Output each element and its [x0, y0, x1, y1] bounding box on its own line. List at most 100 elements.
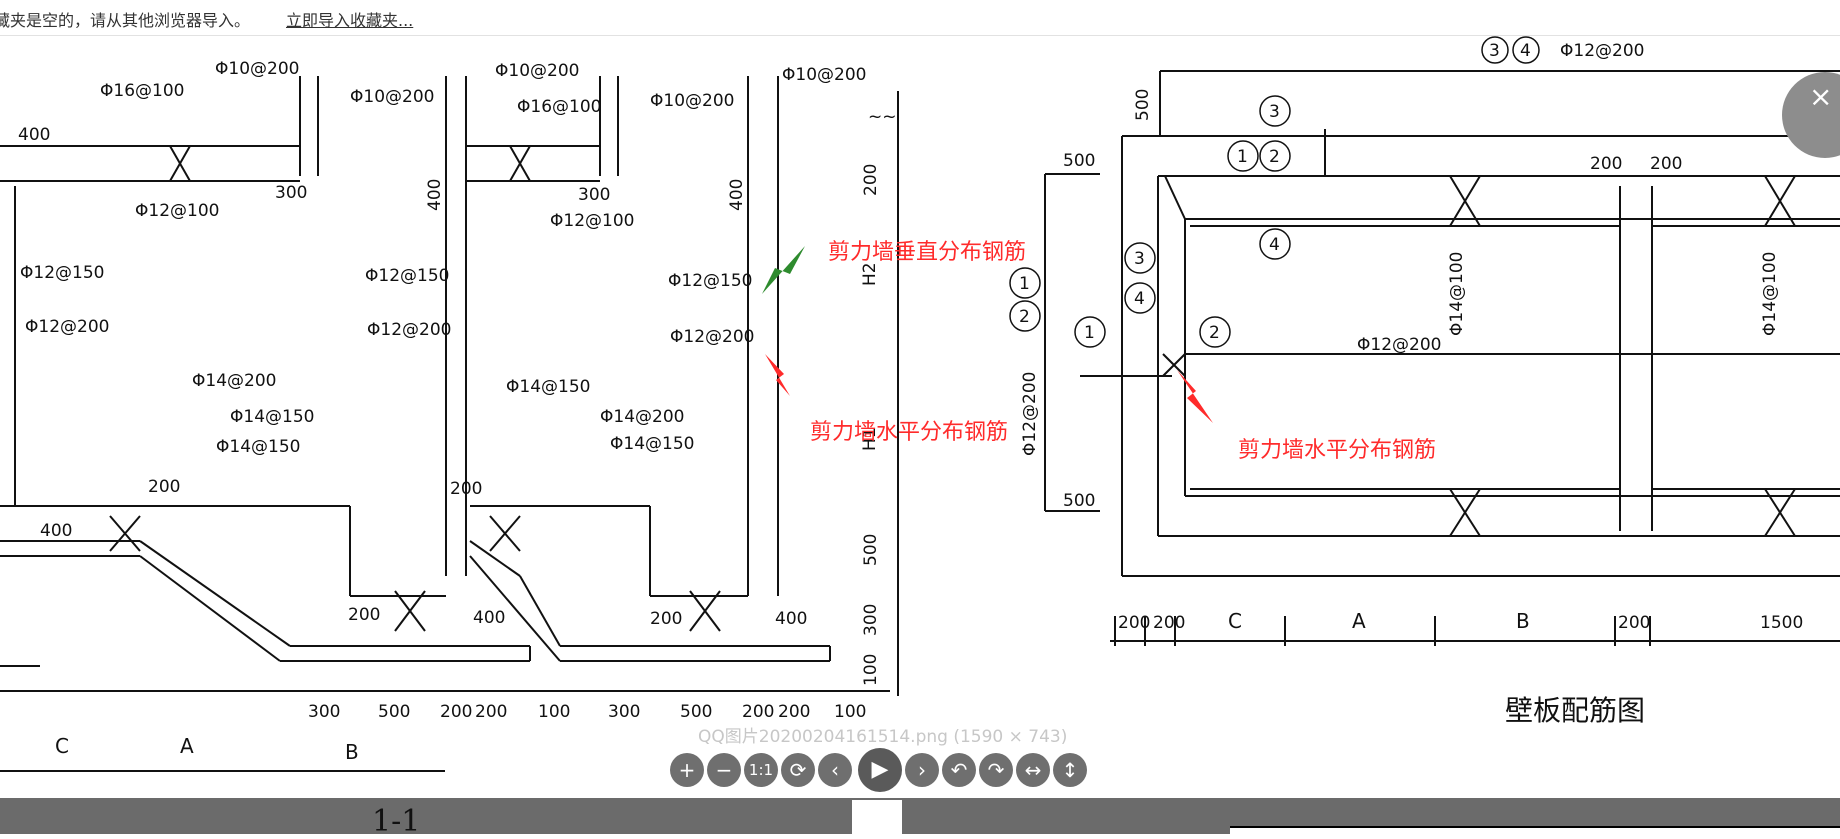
svg-text:A: A	[180, 734, 194, 758]
bookmark-empty-message: 藏夹是空的，请从其他浏览器导入。	[0, 11, 251, 30]
svg-text:500: 500	[1063, 151, 1095, 171]
svg-text:500: 500	[1133, 89, 1153, 121]
svg-text:300: 300	[861, 604, 881, 636]
svg-text:Φ14@100: Φ14@100	[1760, 252, 1780, 336]
svg-text:200: 200	[1118, 613, 1150, 633]
next-button[interactable]: ›	[905, 753, 939, 787]
flip-vertical-button[interactable]: ↕	[1053, 753, 1087, 787]
svg-text:Φ12@150: Φ12@150	[20, 263, 104, 283]
svg-text:Φ10@200: Φ10@200	[215, 59, 299, 79]
svg-text:500: 500	[378, 702, 410, 722]
actual-size-button[interactable]: 1:1	[744, 753, 778, 787]
red-arrow-right	[1177, 370, 1213, 423]
rotate-right-button[interactable]: ↷	[979, 753, 1013, 787]
svg-text:100: 100	[538, 702, 570, 722]
file-info: QQ图片20200204161514.png (1590 × 743)	[698, 727, 1068, 747]
svg-text:Φ14@150: Φ14@150	[216, 437, 300, 457]
svg-text:200: 200	[742, 702, 774, 722]
svg-text:200: 200	[861, 164, 881, 196]
svg-text:Φ14@150: Φ14@150	[610, 434, 694, 454]
red-arrow-left	[765, 354, 790, 396]
svg-text:300: 300	[308, 702, 340, 722]
zoom-out-button[interactable]: −	[707, 753, 741, 787]
reset-button[interactable]: ⟳	[781, 753, 815, 787]
svg-text:Φ12@150: Φ12@150	[668, 271, 752, 291]
svg-text:Φ12@200: Φ12@200	[25, 317, 109, 337]
svg-text:2: 2	[1209, 323, 1220, 343]
svg-text:200: 200	[440, 702, 472, 722]
svg-text:200: 200	[1590, 154, 1622, 174]
svg-text:~~: ~~	[868, 107, 897, 127]
svg-text:500: 500	[1063, 491, 1095, 511]
svg-text:Φ10@200: Φ10@200	[650, 91, 734, 111]
svg-text:Φ10@200: Φ10@200	[782, 65, 866, 85]
svg-text:4: 4	[1134, 289, 1145, 309]
svg-text:Φ12@200: Φ12@200	[670, 327, 754, 347]
close-icon: ×	[1809, 80, 1833, 113]
svg-text:100: 100	[861, 654, 881, 686]
svg-text:300: 300	[578, 185, 610, 205]
svg-text:Φ12@200: Φ12@200	[1357, 335, 1441, 355]
thumbnail-edge	[1230, 826, 1840, 836]
annotation-horizontal-bars-right: 剪力墙水平分布钢筋	[1238, 438, 1437, 463]
svg-text:C: C	[1228, 609, 1242, 633]
flip-horizontal-button[interactable]: ↔	[1016, 753, 1050, 787]
svg-text:200: 200	[1618, 613, 1650, 633]
svg-text:Φ12@200: Φ12@200	[367, 320, 451, 340]
svg-text:B: B	[345, 740, 359, 764]
svg-text:1500: 1500	[1760, 613, 1803, 633]
svg-text:Φ12@100: Φ12@100	[550, 211, 634, 231]
svg-text:Φ16@100: Φ16@100	[100, 81, 184, 101]
svg-text:200: 200	[1153, 613, 1185, 633]
svg-text:400: 400	[18, 125, 50, 145]
svg-text:3: 3	[1489, 41, 1500, 61]
svg-text:Φ12@200: Φ12@200	[1560, 41, 1644, 61]
svg-text:400: 400	[727, 179, 747, 211]
svg-text:B: B	[1516, 609, 1530, 633]
svg-text:Φ10@200: Φ10@200	[495, 61, 579, 81]
svg-text:400: 400	[473, 608, 505, 628]
thumbnail[interactable]	[852, 800, 902, 834]
svg-text:500: 500	[680, 702, 712, 722]
svg-text:H1: H1	[860, 427, 880, 451]
svg-text:Φ14@200: Φ14@200	[192, 371, 276, 391]
green-arrow	[762, 246, 805, 294]
drawing-lines	[0, 70, 1840, 772]
previous-button[interactable]: ‹	[818, 753, 852, 787]
structural-drawing: Φ10@200 Φ10@200 Φ10@200 Φ10@200 Φ10@200 …	[0, 36, 1840, 772]
svg-text:4: 4	[1520, 41, 1531, 61]
svg-text:200: 200	[148, 477, 180, 497]
image-viewer[interactable]: Φ10@200 Φ10@200 Φ10@200 Φ10@200 Φ10@200 …	[0, 36, 1840, 798]
rotate-left-button[interactable]: ↶	[942, 753, 976, 787]
svg-text:200: 200	[348, 605, 380, 625]
svg-text:Φ12@150: Φ12@150	[365, 266, 449, 286]
svg-text:200: 200	[1650, 154, 1682, 174]
right-drawing-labels: 3 4 Φ12@200 3 1 2 4 3 4 1 2 1 2 500 500 …	[1009, 36, 1803, 727]
svg-text:300: 300	[275, 183, 307, 203]
svg-text:400: 400	[40, 521, 72, 541]
svg-text:Φ14@150: Φ14@150	[506, 377, 590, 397]
drawing-caption: 壁板配筋图	[1505, 694, 1645, 727]
svg-text:300: 300	[608, 702, 640, 722]
svg-text:Φ16@100: Φ16@100	[517, 97, 601, 117]
svg-text:200: 200	[450, 479, 482, 499]
svg-text:Φ14@150: Φ14@150	[230, 407, 314, 427]
svg-text:1: 1	[1084, 323, 1095, 343]
svg-text:Φ14@200: Φ14@200	[600, 407, 684, 427]
svg-text:H2: H2	[860, 262, 880, 286]
svg-text:4: 4	[1269, 235, 1280, 255]
section-title: 1-1	[372, 804, 421, 839]
svg-text:2: 2	[1269, 147, 1280, 167]
svg-text:200: 200	[475, 702, 507, 722]
svg-text:500: 500	[861, 534, 881, 566]
svg-text:2: 2	[1019, 307, 1030, 327]
left-drawing-labels: Φ10@200 Φ10@200 Φ10@200 Φ10@200 Φ10@200 …	[18, 59, 897, 764]
play-button[interactable]: ▶	[858, 748, 902, 792]
svg-text:A: A	[1352, 609, 1366, 633]
svg-text:3: 3	[1134, 249, 1145, 269]
svg-text:1: 1	[1019, 274, 1030, 294]
zoom-in-button[interactable]: +	[670, 753, 704, 787]
svg-text:100: 100	[834, 702, 866, 722]
svg-text:Φ12@100: Φ12@100	[135, 201, 219, 221]
import-bookmarks-link[interactable]: 立即导入收藏夹...	[286, 11, 414, 30]
